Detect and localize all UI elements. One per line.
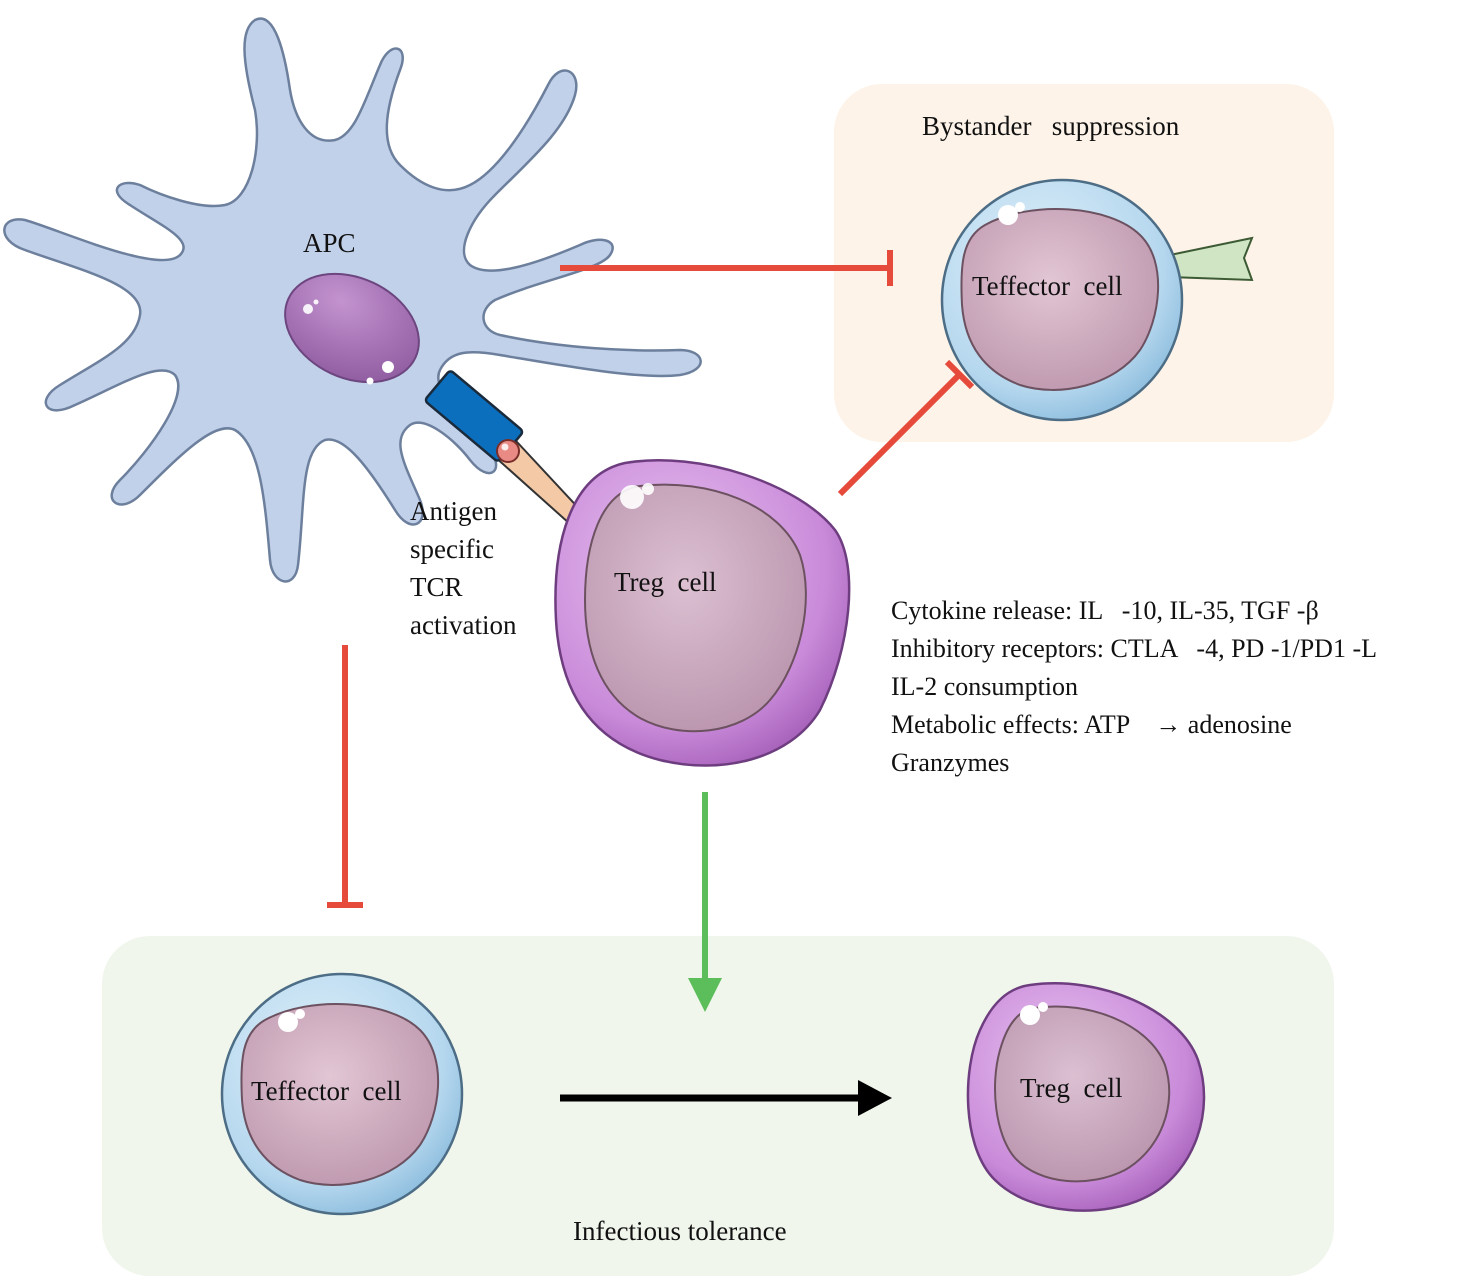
mechanism-4: Metabolic effects: ATP → adenosine <box>891 710 1292 739</box>
apc-label: APC <box>303 228 356 258</box>
inhibit-treg-to-teff <box>837 359 975 497</box>
treg-center-label: Treg cell <box>614 567 717 597</box>
treg-bottom-core <box>994 1005 1171 1183</box>
antigen-bead-icon <box>496 439 520 463</box>
teff-bottom-label: Teffector cell <box>251 1076 402 1106</box>
treg-center-highlight-small <box>642 483 654 495</box>
apc-nucleus <box>284 272 420 384</box>
promote-arrow <box>688 792 722 1012</box>
apc-nucleus-highlight-small <box>313 299 319 305</box>
inhibit-apc-to-teff-bottom <box>327 645 363 908</box>
activation-line-4: activation <box>410 610 517 640</box>
treg-cell-center <box>554 459 851 767</box>
apc-cell <box>3 17 702 583</box>
conversion-arrow <box>560 1080 892 1116</box>
teff-top-highlight-small <box>1015 202 1025 212</box>
teff-bottom-highlight <box>278 1012 298 1032</box>
treg-bottom-highlight <box>1020 1005 1040 1025</box>
teff-top-label: Teffector cell <box>972 271 1123 301</box>
antigen-bead-highlight <box>501 443 509 451</box>
teff-bottom-highlight-small <box>295 1009 305 1019</box>
apc-body-highlight <box>382 361 394 373</box>
infectious-title: Infectious tolerance <box>573 1216 787 1246</box>
teff-top-highlight <box>998 205 1018 225</box>
treg-center-highlight <box>620 485 644 509</box>
activation-line-2: specific <box>410 534 494 564</box>
mechanism-5: Granzymes <box>891 748 1009 777</box>
mechanism-3: IL-2 consumption <box>891 672 1078 701</box>
apc-nucleus-highlight <box>303 304 313 314</box>
inhibit-apc-to-teff <box>560 250 893 286</box>
treg-bottom-highlight-small <box>1038 1002 1048 1012</box>
activation-line-3: TCR <box>410 572 463 602</box>
teff-cell-top <box>940 178 1254 422</box>
bystander-title: Bystander suppression <box>922 111 1180 141</box>
teff-bottom-core <box>240 1002 439 1186</box>
treg-cell-bottom <box>966 982 1206 1212</box>
teff-cell-bottom <box>220 972 464 1216</box>
teff-top-core <box>960 207 1159 391</box>
mechanism-2: Inhibitory receptors: CTLA -4, PD -1/PD1… <box>891 634 1377 663</box>
treg-bottom-label: Treg cell <box>1020 1073 1123 1103</box>
apc-body-highlight-small <box>366 377 374 385</box>
mechanism-1: Cytokine release: IL -10, IL-35, TGF -β <box>891 596 1319 625</box>
treg-center-core <box>583 483 807 733</box>
activation-line-1: Antigen <box>410 496 497 526</box>
